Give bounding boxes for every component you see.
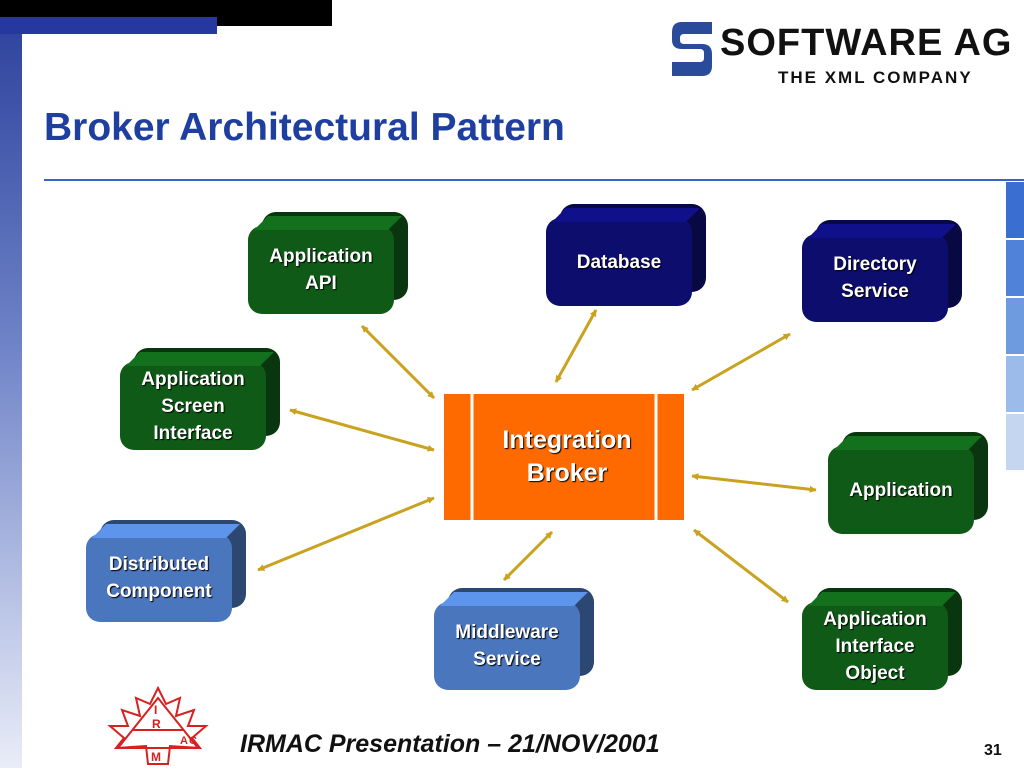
- slide-title: Broker Architectural Pattern: [44, 106, 565, 149]
- irmac-letter-m: M: [151, 750, 161, 764]
- left-gradient-bar: [0, 0, 22, 768]
- irmac-logo: I R M A C: [88, 685, 228, 766]
- edge-application-screen-interface: [289, 408, 435, 452]
- node-database-box: [546, 204, 706, 306]
- edge-directory-service: [691, 332, 791, 392]
- edge-database: [554, 309, 598, 383]
- integration-broker-box: [444, 394, 684, 520]
- irmac-letter-r: R: [152, 717, 161, 731]
- node-middleware-service-box: [434, 588, 594, 690]
- edge-application: [691, 473, 817, 493]
- edge-application-api: [360, 324, 436, 400]
- node-directory-service-box: [802, 220, 962, 322]
- title-divider: [44, 179, 1024, 181]
- top-blue-bar: [0, 17, 217, 34]
- node-application-label: Application: [849, 479, 953, 501]
- maple-leaf-icon: I R M A C: [107, 685, 209, 765]
- node-application-screen-interface-label: Application Screen Interface: [141, 368, 245, 444]
- edge-application-interface-object: [693, 528, 789, 604]
- node-application-api-label: Application API: [269, 246, 373, 294]
- edge-middleware-service: [502, 530, 554, 582]
- irmac-letter-i: I: [154, 703, 157, 717]
- node-middleware-service-label: Middleware Service: [455, 622, 559, 670]
- integration-broker-label: Integration Broker: [502, 426, 632, 487]
- node-application-screen-interface-box: [120, 348, 280, 450]
- node-application-box: [828, 432, 988, 534]
- irmac-letter-a: A: [180, 735, 188, 747]
- irmac-letter-c: C: [189, 735, 197, 747]
- edge-distributed-component: [257, 496, 435, 572]
- right-accent-bar: [1006, 182, 1024, 472]
- node-directory-service-label: Directory Service: [833, 254, 917, 302]
- software-ag-logo: SOFTWARE AG THE XML COMPANY: [668, 16, 1013, 90]
- software-ag-s-icon: [672, 22, 712, 76]
- node-application-api-box: [248, 212, 408, 314]
- logo-brand-text: SOFTWARE AG: [720, 22, 1013, 64]
- logo-tagline: THE XML COMPANY: [778, 68, 973, 87]
- node-distributed-component-box: [86, 520, 246, 622]
- footer-presentation-text: IRMAC Presentation – 21/NOV/2001: [240, 730, 660, 758]
- page-number: 31: [984, 742, 1002, 759]
- node-database-label: Database: [576, 251, 662, 273]
- node-application-interface-object-label: Application Interface Object: [823, 608, 927, 684]
- node-distributed-component-label: Distributed Component: [106, 554, 212, 602]
- node-application-interface-object-box: [802, 588, 962, 690]
